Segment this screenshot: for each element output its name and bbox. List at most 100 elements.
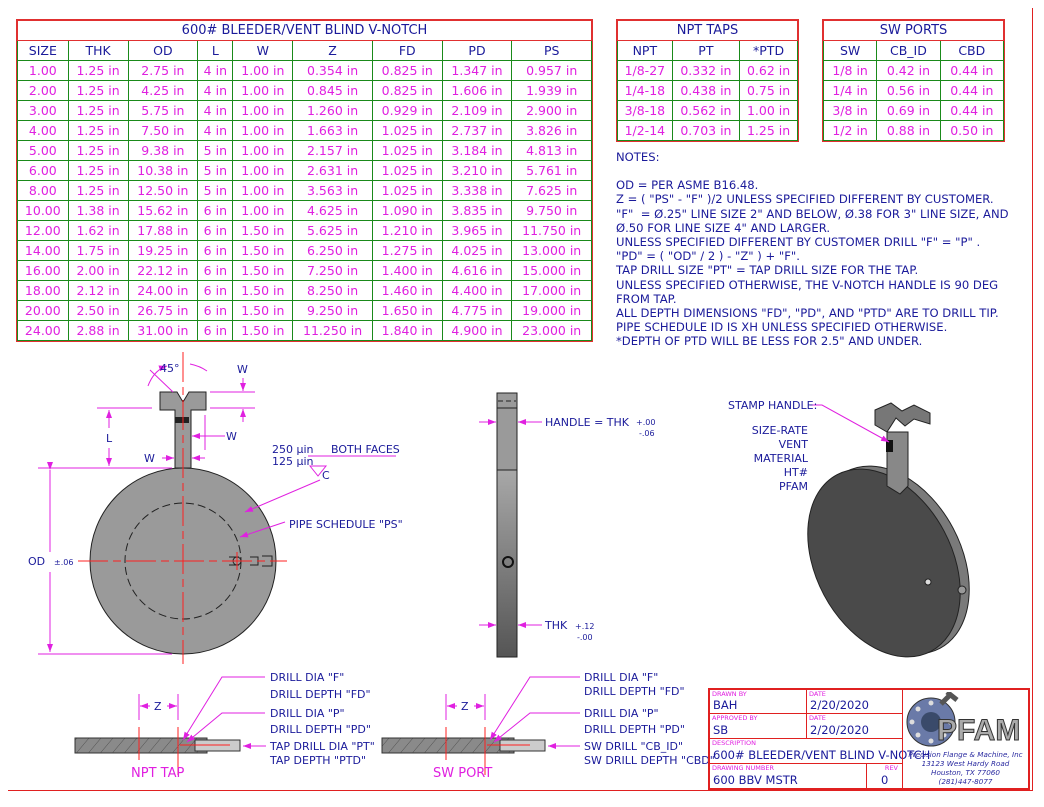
rev: 0 bbox=[881, 773, 889, 787]
table-cell: 5.761 in bbox=[511, 160, 592, 181]
sheet-border bbox=[8, 8, 1033, 791]
table-cell: 1.00 in bbox=[232, 200, 294, 221]
table-cell: 3.835 in bbox=[441, 200, 513, 221]
note-line: ALL DEPTH DIMENSIONS "FD", "PD", AND "PT… bbox=[616, 306, 999, 321]
table-cell: 2.88 in bbox=[67, 320, 129, 341]
table-cell: 7.50 in bbox=[127, 120, 199, 141]
z-label: Z bbox=[154, 700, 162, 713]
column-header: THK bbox=[67, 40, 129, 61]
table-cell: 11.750 in bbox=[511, 220, 592, 241]
table-cell: 0.354 in bbox=[292, 60, 373, 81]
both-faces-label: BOTH FACES bbox=[331, 443, 400, 456]
table-cell: 1/4-18 bbox=[617, 80, 673, 101]
table-cell: 11.250 in bbox=[292, 320, 373, 341]
notes-heading: NOTES: bbox=[616, 150, 660, 164]
table-cell: 1.62 in bbox=[67, 220, 129, 241]
stamp-line: MATERIAL bbox=[754, 452, 809, 465]
table-cell: 2.75 in bbox=[127, 60, 199, 81]
table-cell: 7.625 in bbox=[511, 180, 592, 201]
z-label: Z bbox=[461, 700, 469, 713]
note-line: TAP DRILL SIZE "PT" = TAP DRILL SIZE FOR… bbox=[616, 263, 919, 278]
sw-port-title: SW PORT bbox=[433, 766, 492, 781]
table-cell: 3.826 in bbox=[511, 120, 592, 141]
drawing-number-caption: DRAWING NUMBER bbox=[712, 764, 774, 772]
table-cell: 4.813 in bbox=[511, 140, 592, 161]
drill-p-label: DRILL DIA "P" bbox=[270, 707, 345, 720]
table-cell: 22.12 in bbox=[127, 260, 199, 281]
l-label: L bbox=[106, 432, 113, 445]
table-cell: 1.50 in bbox=[232, 260, 294, 281]
note-line: "PD" = ( "OD" / 2 ) - "Z" ) + "F". bbox=[616, 249, 800, 264]
drill-pd-label: DRILL DEPTH "PD" bbox=[270, 723, 371, 736]
table-cell: 1/4 in bbox=[822, 80, 878, 101]
company-logo: PFAM Precision Flange & Machine, Inc 131… bbox=[902, 689, 1029, 789]
table-cell: 0.50 in bbox=[939, 120, 1005, 141]
table-cell: 3.965 in bbox=[441, 220, 513, 241]
table-cell: 0.929 in bbox=[371, 100, 443, 121]
table-cell: 8.250 in bbox=[292, 280, 373, 301]
handle-tol-minus: -.06 bbox=[639, 429, 655, 438]
table-cell: 3.210 in bbox=[441, 160, 513, 181]
table-cell: 9.750 in bbox=[511, 200, 592, 221]
table-cell: 6 in bbox=[197, 280, 234, 301]
company-address: 13123 West Hardy Road bbox=[921, 759, 1010, 768]
drill-fd-label: DRILL DEPTH "FD" bbox=[584, 685, 685, 698]
table-cell: 1.25 in bbox=[67, 60, 129, 81]
table-cell: 1.00 in bbox=[232, 100, 294, 121]
table-cell: 1/2 in bbox=[822, 120, 878, 141]
note-line: UNLESS SPECIFIED OTHERWISE, THE V-NOTCH … bbox=[616, 277, 1002, 306]
isometric-view: STAMP HANDLE: SIZE-RATEVENTMATERIALHT#PF… bbox=[728, 399, 970, 658]
table-cell: 2.157 in bbox=[292, 140, 373, 161]
table-cell: 0.69 in bbox=[876, 100, 941, 121]
pipe-schedule-label: PIPE SCHEDULE "PS" bbox=[289, 518, 403, 531]
table-cell: 10.00 bbox=[17, 200, 69, 221]
table-cell: 2.00 in bbox=[67, 260, 129, 281]
thk-tol-minus: -.00 bbox=[577, 633, 593, 642]
note-line: OD = PER ASME B16.48. bbox=[616, 178, 759, 193]
table-cell: 1.650 in bbox=[371, 300, 443, 321]
table-cell: 23.000 in bbox=[511, 320, 592, 341]
drawing-number: 600 BBV MSTR bbox=[713, 773, 798, 787]
tap-ptd-label: TAP DEPTH "PTD" bbox=[269, 754, 366, 767]
date-caption: DATE bbox=[809, 714, 826, 722]
table-cell: 15.000 in bbox=[511, 260, 592, 281]
description-caption: DESCRIPTION bbox=[712, 739, 756, 747]
table-cell: 1.00 in bbox=[232, 160, 294, 181]
approved-date: 2/20/2020 bbox=[810, 723, 869, 737]
date-caption: DATE bbox=[809, 690, 826, 698]
logo-text: PFAM bbox=[937, 714, 1020, 747]
table-cell: 3.563 in bbox=[292, 180, 373, 201]
table-cell: 0.825 in bbox=[371, 60, 443, 81]
note-line: *DEPTH OF PTD WILL BE LESS FOR 2.5" AND … bbox=[616, 334, 923, 349]
company-phone: (281)447-8077 bbox=[938, 777, 993, 786]
table-cell: 5 in bbox=[197, 160, 234, 181]
table-cell: 6 in bbox=[197, 240, 234, 261]
table-cell: 6.00 bbox=[17, 160, 69, 181]
table-cell: 1.025 in bbox=[371, 140, 443, 161]
table-cell: 1.663 in bbox=[292, 120, 373, 141]
flange-logo-icon: PFAM bbox=[906, 692, 1021, 748]
w-label-stem: W bbox=[144, 452, 155, 465]
table-cell: 6 in bbox=[197, 320, 234, 341]
table-cell: 6 in bbox=[197, 300, 234, 321]
table-cell: 0.44 in bbox=[939, 60, 1005, 81]
table-cell: 6 in bbox=[197, 200, 234, 221]
table-cell: 3/8-18 bbox=[617, 100, 673, 121]
stamp-handle-label: STAMP HANDLE: bbox=[728, 399, 817, 412]
drill-f-label: DRILL DIA "F" bbox=[270, 671, 344, 684]
approved-by: SB bbox=[713, 723, 729, 737]
table-cell: 1.38 in bbox=[67, 200, 129, 221]
